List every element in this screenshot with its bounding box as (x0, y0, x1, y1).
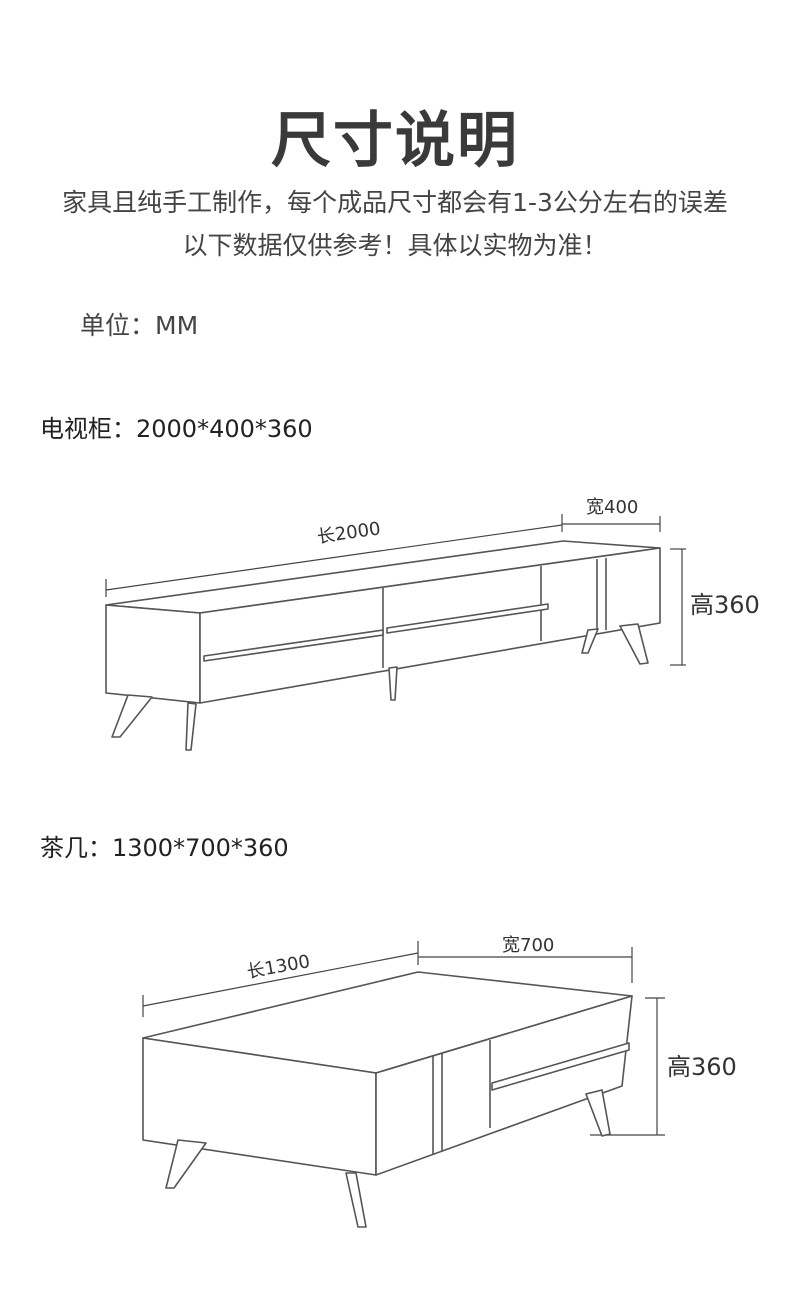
tv-cabinet-spec: 电视柜：2000*400*360 (40, 415, 313, 443)
tv-width-label: 宽400 (586, 497, 638, 518)
table-width-label: 宽700 (502, 935, 554, 956)
tv-height-label: 高360 (690, 591, 760, 619)
table-length-label: 长1300 (245, 951, 311, 983)
unit-label: 单位：MM (80, 311, 199, 340)
tolerance-note: 家具且纯手工制作，每个成品尺寸都会有1-3公分左右的误差 (62, 188, 728, 217)
coffee-table-spec: 茶几：1300*700*360 (40, 834, 289, 862)
coffee-table-drawing: 长1300 宽700 高360 (142, 935, 737, 1228)
tv-length-label: 长2000 (316, 518, 382, 548)
table-height-label: 高360 (667, 1053, 737, 1081)
page-title: 尺寸说明 (271, 106, 519, 176)
reference-note: 以下数据仅供参考！具体以实物为准！ (182, 231, 608, 260)
tv-cabinet-drawing: 长2000 宽400 高360 (105, 497, 760, 751)
